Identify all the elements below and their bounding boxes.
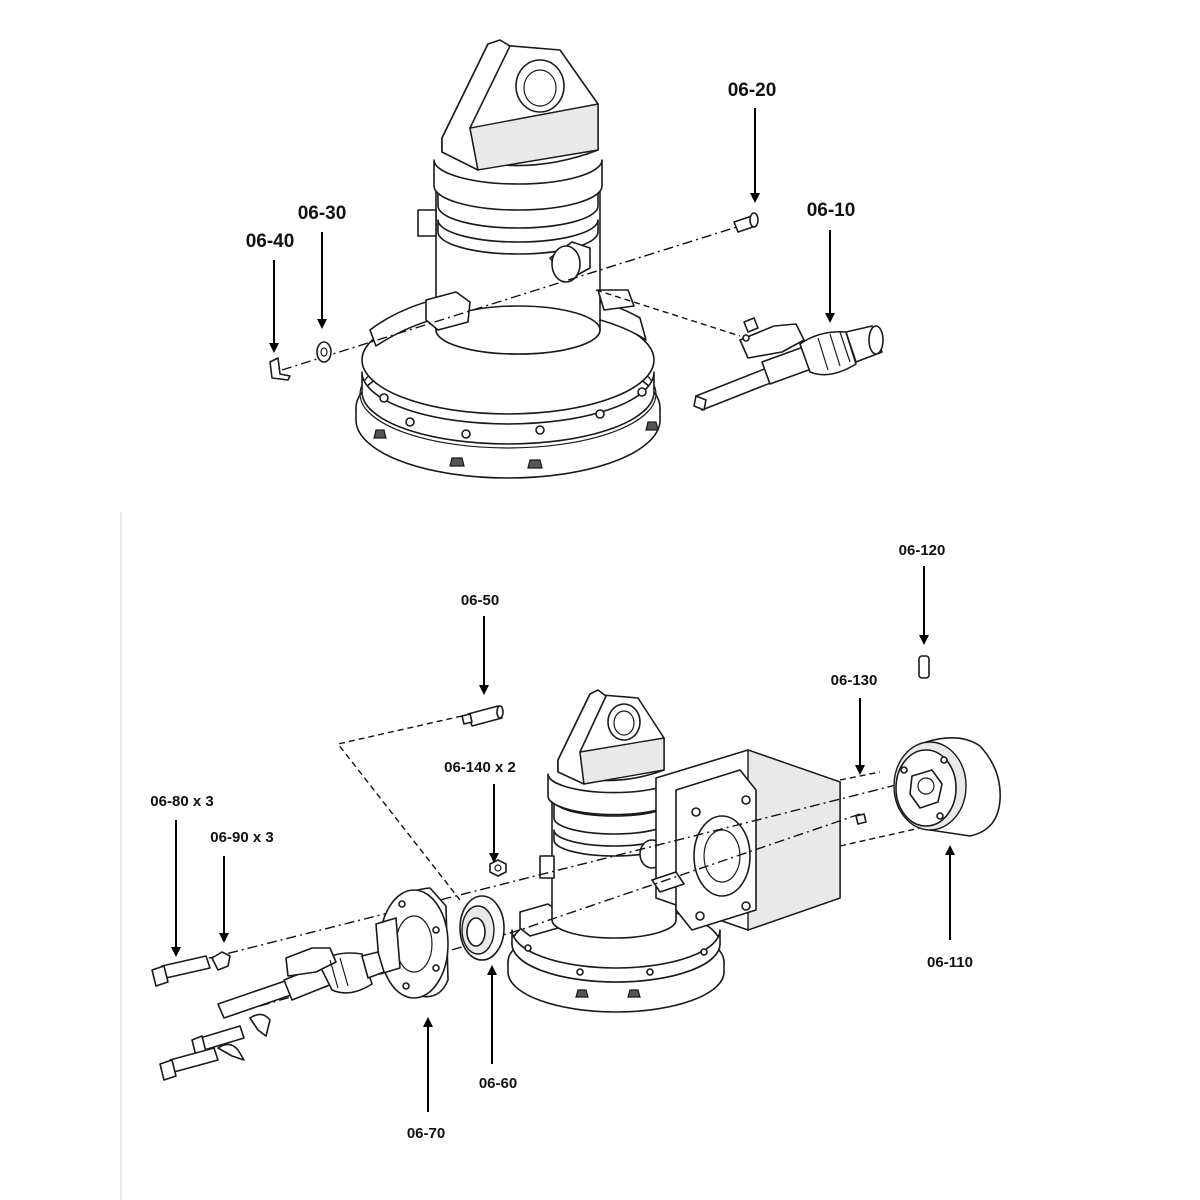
axis-main-bolt (169, 783, 901, 969)
part-06-70-flange (375, 887, 449, 999)
part-06-80-bolts (151, 955, 245, 1081)
part-06-140-nut (489, 859, 507, 877)
top-assembly-axis (281, 225, 741, 371)
label-06-30: 06-30 (298, 203, 347, 224)
part-06-20-screw (733, 212, 759, 233)
label-06-40: 06-40 (246, 231, 295, 252)
part-06-110-motor (893, 737, 1001, 837)
part-06-30-washer (316, 341, 332, 363)
part-06-40-clip (269, 357, 291, 381)
top-assembly-view: 06-20 06-10 06-30 06-40 (246, 39, 884, 479)
part-06-60-bearing (459, 895, 505, 961)
label-06-10: 06-10 (807, 200, 856, 221)
axis-06-130 (839, 771, 881, 781)
gearbox-housing (651, 749, 841, 931)
label-06-110: 06-110 (927, 954, 973, 971)
part-06-130-pin (855, 813, 867, 825)
top-clevis-lug (441, 39, 599, 171)
part-06-10-drive-shaft (693, 317, 884, 411)
bottom-clevis-lug (557, 689, 665, 785)
part-06-50-pin (461, 705, 504, 727)
bottom-assembly-view: 06-50 06-120 06-130 06-140 x 2 06-80 x 3… (150, 542, 1001, 1142)
label-06-60: 06-60 (479, 1075, 517, 1092)
label-06-20: 06-20 (728, 80, 777, 101)
label-06-90: 06-90 x 3 (210, 829, 273, 846)
top-shaft-axis (595, 289, 741, 337)
part-06-90-clips (211, 951, 271, 1061)
axis-06-110 (839, 827, 921, 847)
label-06-120: 06-120 (899, 542, 946, 559)
label-06-140: 06-140 x 2 (444, 759, 516, 776)
rotator-housing (417, 159, 635, 355)
part-06-120-dowel (918, 655, 930, 679)
label-06-50: 06-50 (461, 592, 499, 609)
label-06-80: 06-80 x 3 (150, 793, 213, 810)
bottom-drive-shaft (217, 947, 385, 1019)
bottom-rotator-housing (539, 773, 681, 939)
axis-06-50 (336, 715, 463, 901)
label-06-130: 06-130 (831, 672, 878, 689)
label-06-70: 06-70 (407, 1125, 445, 1142)
